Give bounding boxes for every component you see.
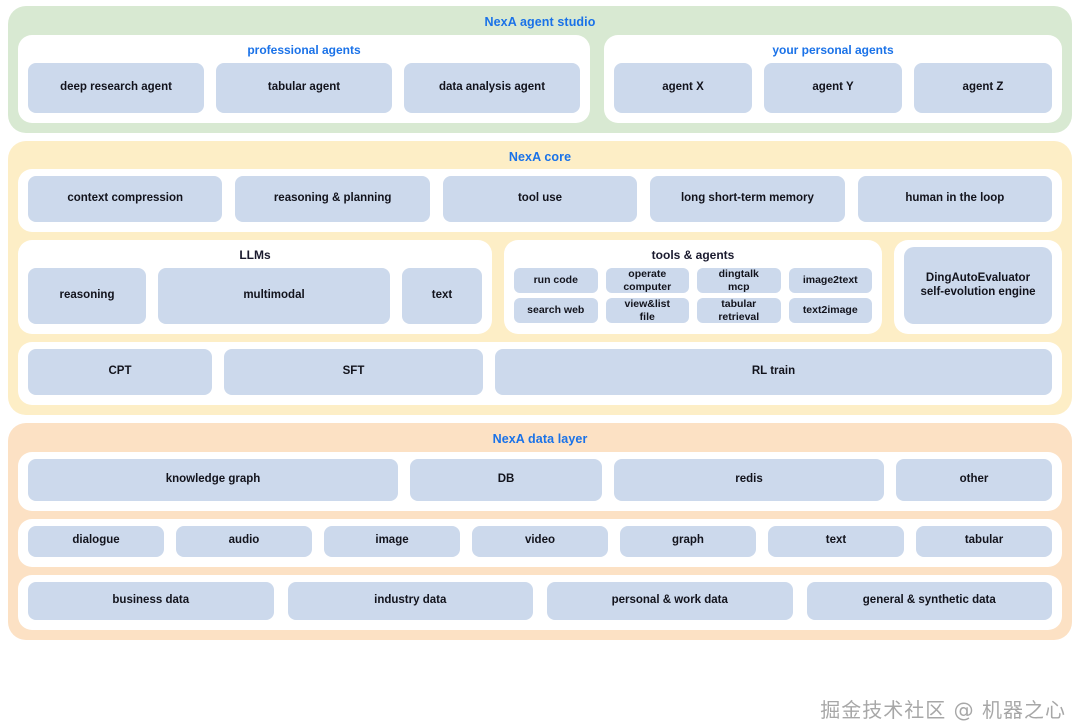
node-human-in-the-loop[interactable]: human in the loop <box>857 176 1053 222</box>
node-video[interactable]: video <box>472 525 608 557</box>
node-tabular-agent[interactable]: tabular agent <box>216 62 392 113</box>
llms-title: LLMs <box>239 248 271 262</box>
node-tool-use[interactable]: tool use <box>442 176 638 222</box>
training-row: CPT SFT RL train <box>28 349 1052 395</box>
node-deep-research-agent[interactable]: deep research agent <box>28 62 204 113</box>
node-general-synthetic-data[interactable]: general & synthetic data <box>806 581 1052 620</box>
llms-card: LLMs reasoning multimodal text <box>18 240 492 334</box>
evaluator-card: DingAutoEvaluator self-evolution engine <box>894 240 1062 334</box>
node-dingtalk-mcp[interactable]: dingtalk mcp <box>697 268 781 293</box>
node-data-analysis-agent[interactable]: data analysis agent <box>404 62 580 113</box>
data-stores-row: knowledge graph DB redis other <box>28 458 1052 501</box>
node-run-code[interactable]: run code <box>514 268 598 293</box>
node-redis[interactable]: redis <box>614 458 884 501</box>
personal-agents-title: your personal agents <box>772 42 894 57</box>
node-reasoning-planning[interactable]: reasoning & planning <box>235 176 430 222</box>
core-capabilities-row: context compression reasoning & planning… <box>28 176 1053 222</box>
node-search-web[interactable]: search web <box>514 298 598 323</box>
data-layer-panel: NexA data layer knowledge graph DB redis… <box>8 423 1072 640</box>
node-audio[interactable]: audio <box>176 525 312 557</box>
node-industry-data[interactable]: industry data <box>287 581 533 620</box>
node-agent-y[interactable]: agent Y <box>764 62 902 113</box>
node-other-store[interactable]: other <box>896 458 1052 501</box>
core-title: NexA core <box>508 149 572 164</box>
tools-agents-card: tools & agents run code operate computer… <box>504 240 882 334</box>
node-image[interactable]: image <box>324 525 460 557</box>
node-context-compression[interactable]: context compression <box>28 176 223 222</box>
data-sources-card: business data industry data personal & w… <box>18 574 1062 630</box>
node-agent-x[interactable]: agent X <box>614 62 752 113</box>
professional-agents-list: deep research agent tabular agent data a… <box>28 62 580 113</box>
core-middle-row: LLMs reasoning multimodal text tools & a… <box>18 240 1062 334</box>
data-modalities-card: dialogue audio image video graph text ta… <box>18 518 1062 567</box>
professional-agents-card: professional agents deep research agent … <box>18 34 590 123</box>
data-sources-row: business data industry data personal & w… <box>28 581 1052 620</box>
data-modalities-row: dialogue audio image video graph text ta… <box>28 525 1052 557</box>
node-cpt[interactable]: CPT <box>28 349 212 395</box>
node-graph[interactable]: graph <box>620 525 756 557</box>
node-text[interactable]: text <box>768 525 904 557</box>
node-tabular[interactable]: tabular <box>916 525 1052 557</box>
data-layer-title: NexA data layer <box>492 432 588 446</box>
node-ding-auto-evaluator[interactable]: DingAutoEvaluator self-evolution engine <box>904 247 1052 324</box>
data-stores-card: knowledge graph DB redis other <box>18 451 1062 511</box>
node-image2text[interactable]: image2text <box>788 268 872 293</box>
llms-list: reasoning multimodal text <box>28 268 482 324</box>
watermark: 掘金技术社区 @ 机器之心 <box>820 698 1066 722</box>
node-rl-train[interactable]: RL train <box>495 349 1052 395</box>
training-card: CPT SFT RL train <box>18 342 1062 405</box>
node-sft[interactable]: SFT <box>224 349 483 395</box>
node-llm-reasoning[interactable]: reasoning <box>28 268 146 324</box>
agent-studio-row: professional agents deep research agent … <box>18 34 1062 123</box>
node-dialogue[interactable]: dialogue <box>28 525 164 557</box>
tools-agents-title: tools & agents <box>651 248 735 262</box>
core-panel: NexA core context compression reasoning … <box>8 140 1072 415</box>
node-llm-multimodal[interactable]: multimodal <box>158 268 390 324</box>
node-personal-work-data[interactable]: personal & work data <box>547 581 793 620</box>
agent-studio-panel: NexA agent studio professional agents de… <box>8 6 1072 133</box>
node-view-list-file[interactable]: view&list file <box>605 298 689 323</box>
node-knowledge-graph[interactable]: knowledge graph <box>28 458 398 501</box>
node-long-short-term-memory[interactable]: long short-term memory <box>650 176 845 222</box>
node-text2image[interactable]: text2image <box>788 298 872 323</box>
tools-agents-grid: run code operate computer dingtalk mcp i… <box>514 268 872 323</box>
agent-studio-title: NexA agent studio <box>484 15 596 29</box>
core-capabilities-card: context compression reasoning & planning… <box>18 169 1062 232</box>
personal-agents-list: agent X agent Y agent Z <box>614 62 1052 113</box>
node-tabular-retrieval[interactable]: tabular retrieval <box>697 298 781 323</box>
node-operate-computer[interactable]: operate computer <box>605 268 689 293</box>
professional-agents-title: professional agents <box>247 42 361 57</box>
node-agent-z[interactable]: agent Z <box>914 62 1052 113</box>
node-db[interactable]: DB <box>410 458 602 501</box>
node-business-data[interactable]: business data <box>28 581 274 620</box>
personal-agents-card: your personal agents agent X agent Y age… <box>604 34 1062 123</box>
node-llm-text[interactable]: text <box>402 268 482 324</box>
